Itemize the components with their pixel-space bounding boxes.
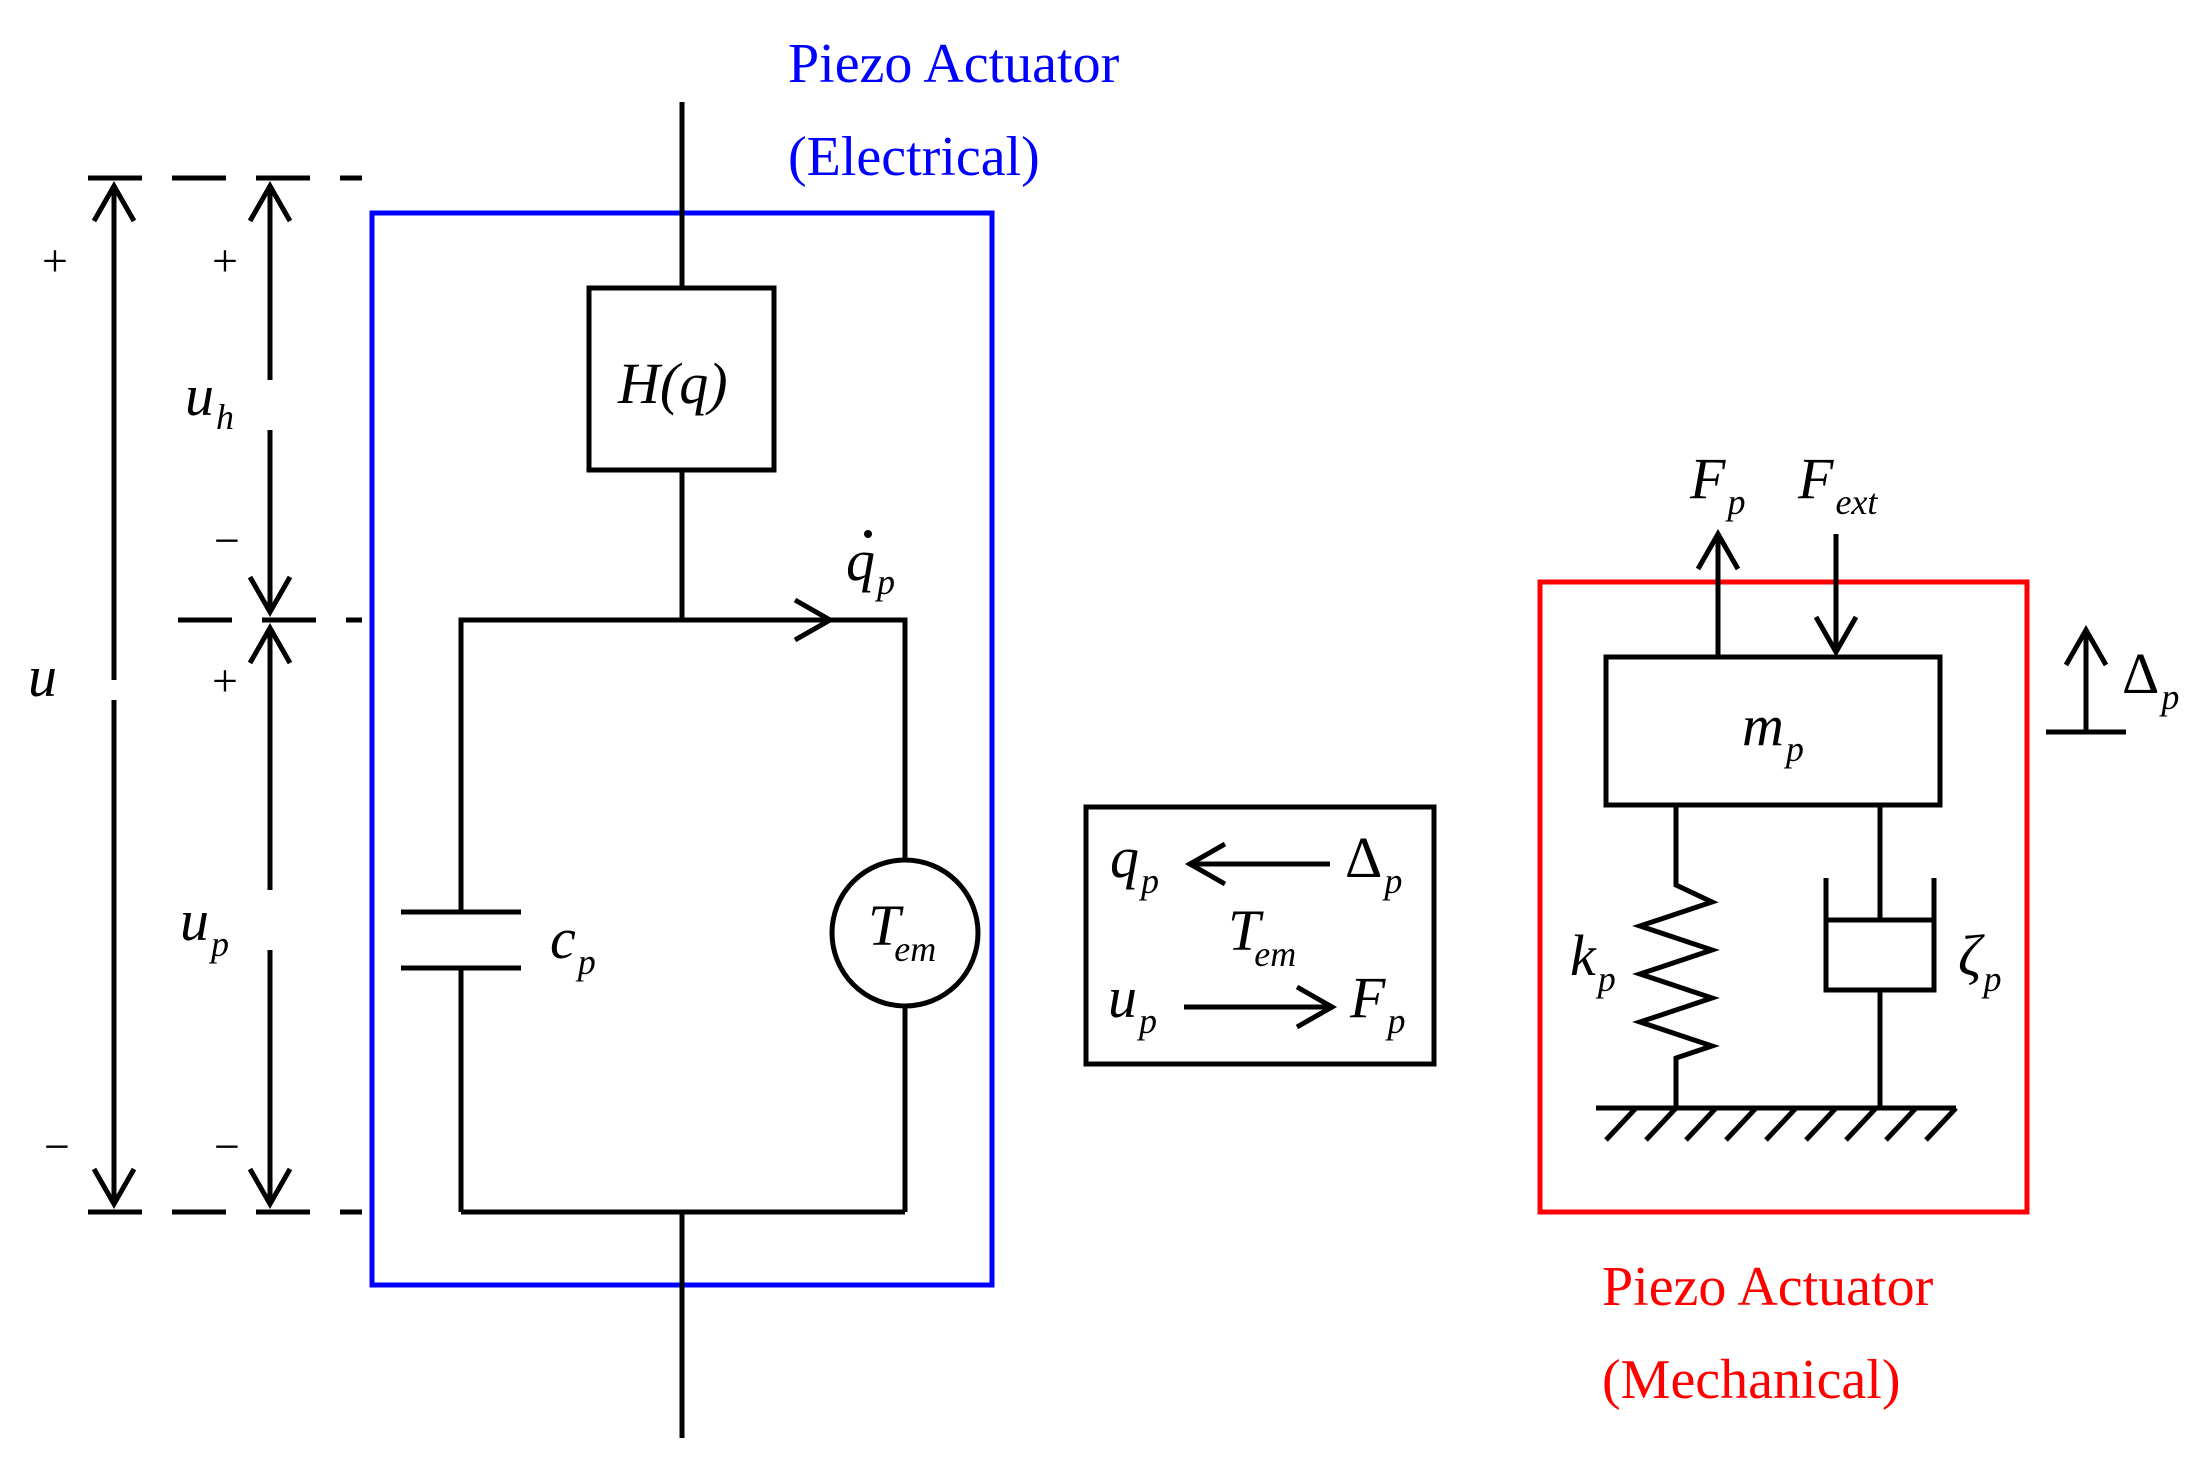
spring-element [1632, 805, 1720, 1108]
electrical-title-line2: (Electrical) [788, 126, 1040, 188]
piezo-force-label: Fp [1689, 446, 1745, 522]
circuit-top-wire [458, 617, 908, 912]
displacement-label: Δp [2122, 641, 2179, 717]
total-voltage-label: u [28, 644, 57, 709]
hysteresis-voltage-label: uh [185, 363, 234, 437]
current-dot [864, 530, 872, 538]
hysteresis-voltage-plus: + [212, 235, 238, 286]
transformer-label: Tem [868, 893, 936, 969]
piezo-voltage-minus: − [214, 1121, 240, 1172]
coupling-delta-label: Δp [1345, 825, 1402, 901]
damper-label: ζp [1958, 923, 2001, 999]
mechanical-title-line1: Piezo Actuator [1602, 1256, 1934, 1318]
ground-hatching [1604, 1106, 1958, 1142]
coupling-f-label: Fp [1349, 965, 1405, 1041]
total-voltage-plus: + [42, 235, 68, 286]
piezo-voltage-plus: + [212, 655, 238, 706]
coupling-q-label: qp [1110, 825, 1159, 901]
mass-label: mp [1742, 693, 1804, 769]
hysteresis-block [586, 285, 777, 473]
hysteresis-label: H(q) [617, 351, 728, 416]
total-voltage-minus: − [44, 1121, 70, 1172]
current-label: qp [846, 528, 895, 602]
coupling-u-label: up [1108, 965, 1157, 1041]
spring-label: kp [1570, 923, 1616, 999]
capacitor-label: cp [550, 906, 596, 982]
piezo-voltage-label: up [180, 888, 229, 964]
electrical-title-line1: Piezo Actuator [788, 33, 1120, 95]
mechanical-boundary-box [1537, 579, 2030, 1215]
mechanical-title-line2: (Mechanical) [1602, 1349, 1900, 1411]
mass-block [1603, 654, 1943, 808]
external-force-label: Fext [1797, 446, 1878, 522]
hysteresis-voltage-minus: − [214, 515, 240, 566]
coupling-box [1083, 804, 1437, 1067]
coupling-t-label: Tem [1228, 898, 1296, 974]
